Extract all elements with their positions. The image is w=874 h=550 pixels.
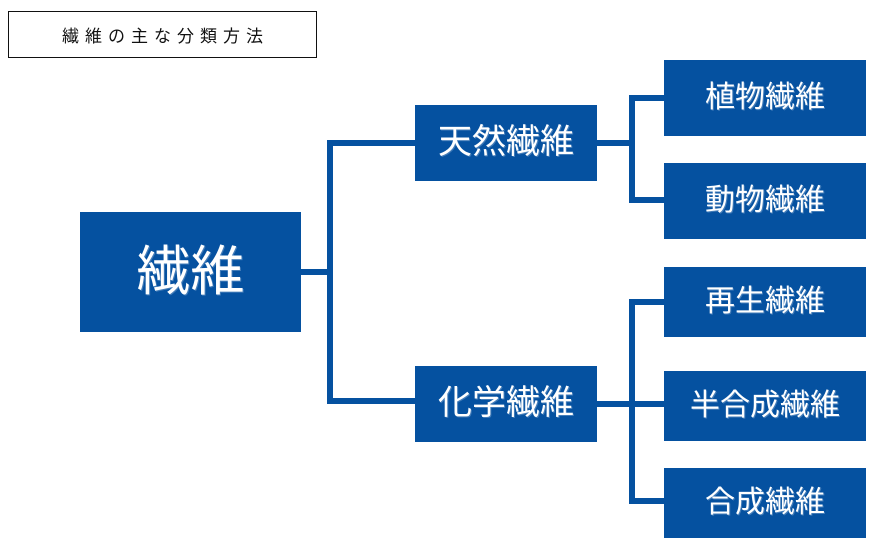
connector-natural-to-animal — [629, 197, 666, 203]
connector-root-to-natural — [327, 140, 417, 146]
node-root-fiber[interactable]: 繊維 — [80, 212, 301, 332]
connector-chemical-to-regenerated — [629, 299, 666, 305]
connector-root-stub — [301, 269, 333, 275]
connector-natural-to-plant — [629, 95, 666, 101]
node-chemical-fiber[interactable]: 化学繊維 — [415, 366, 597, 442]
connector-chemical-to-semisynthetic — [607, 401, 666, 407]
diagram-title-box: 繊維の主な分類方法 — [8, 11, 317, 58]
connector-natural-spine — [629, 95, 635, 203]
node-animal-fiber[interactable]: 動物繊維 — [664, 163, 866, 239]
connector-root-to-chemical — [327, 398, 417, 404]
connector-natural-stub — [597, 140, 635, 146]
node-natural-fiber[interactable]: 天然繊維 — [415, 105, 597, 181]
node-semisynthetic-fiber[interactable]: 半合成繊維 — [664, 371, 866, 441]
page-title: 繊維の主な分類方法 — [62, 27, 269, 46]
connector-root-spine — [327, 140, 333, 404]
node-regenerated-fiber[interactable]: 再生繊維 — [664, 267, 866, 337]
node-plant-fiber[interactable]: 植物繊維 — [664, 60, 866, 136]
connector-chemical-to-synthetic — [629, 498, 666, 504]
node-synthetic-fiber[interactable]: 合成繊維 — [664, 468, 866, 538]
